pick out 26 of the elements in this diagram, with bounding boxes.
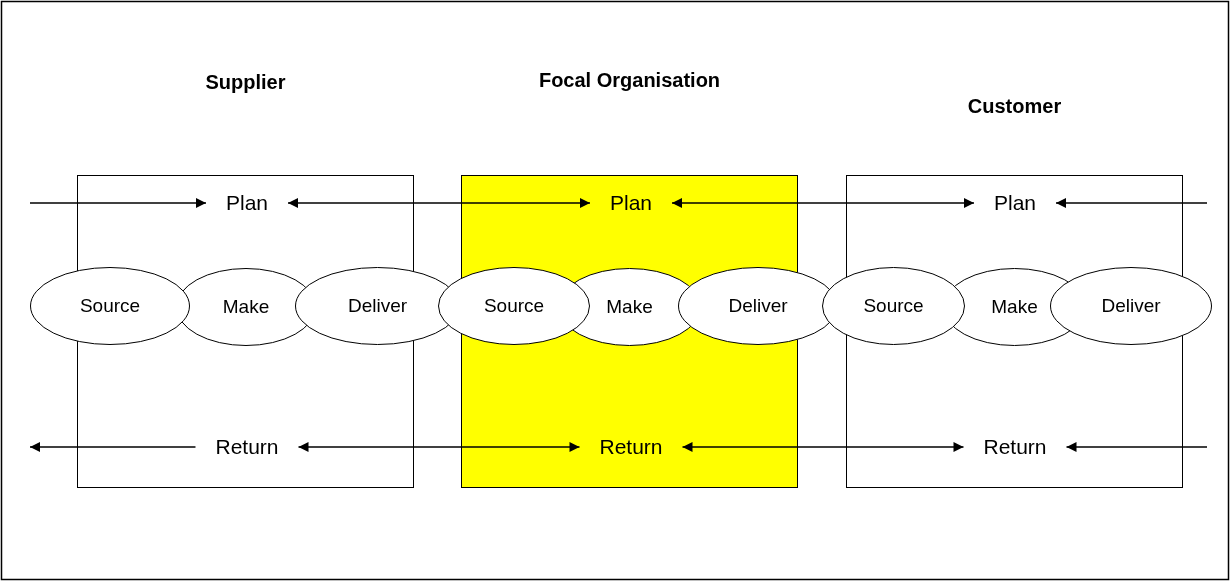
box-heading: Supplier	[204, 70, 287, 95]
arrow	[287, 198, 591, 208]
box-heading: Focal Organisation	[537, 68, 722, 93]
process-label: Source	[863, 295, 924, 317]
process-label: Make	[991, 296, 1038, 318]
process-label: Plan	[610, 191, 652, 214]
arrow	[1055, 198, 1208, 208]
process-label: Make	[222, 296, 270, 318]
process-label: Source	[79, 295, 141, 317]
arrow	[297, 442, 581, 452]
process-label: Source	[483, 295, 545, 317]
box-heading: Customer	[966, 94, 1063, 119]
process-label: Deliver	[1101, 295, 1161, 317]
process-label: Deliver	[728, 295, 788, 317]
process-label: Deliver	[347, 295, 408, 317]
process-label: Return	[983, 435, 1047, 458]
arrow	[681, 442, 965, 452]
arrow	[671, 198, 975, 208]
process-label: Return	[599, 435, 663, 458]
process-label: Make	[606, 296, 653, 318]
arrow	[29, 198, 207, 208]
arrow	[1065, 442, 1208, 452]
arrow	[29, 442, 197, 452]
process-label: Return	[215, 435, 279, 458]
process-label: Plan	[226, 191, 268, 214]
process-label: Plan	[994, 191, 1036, 214]
